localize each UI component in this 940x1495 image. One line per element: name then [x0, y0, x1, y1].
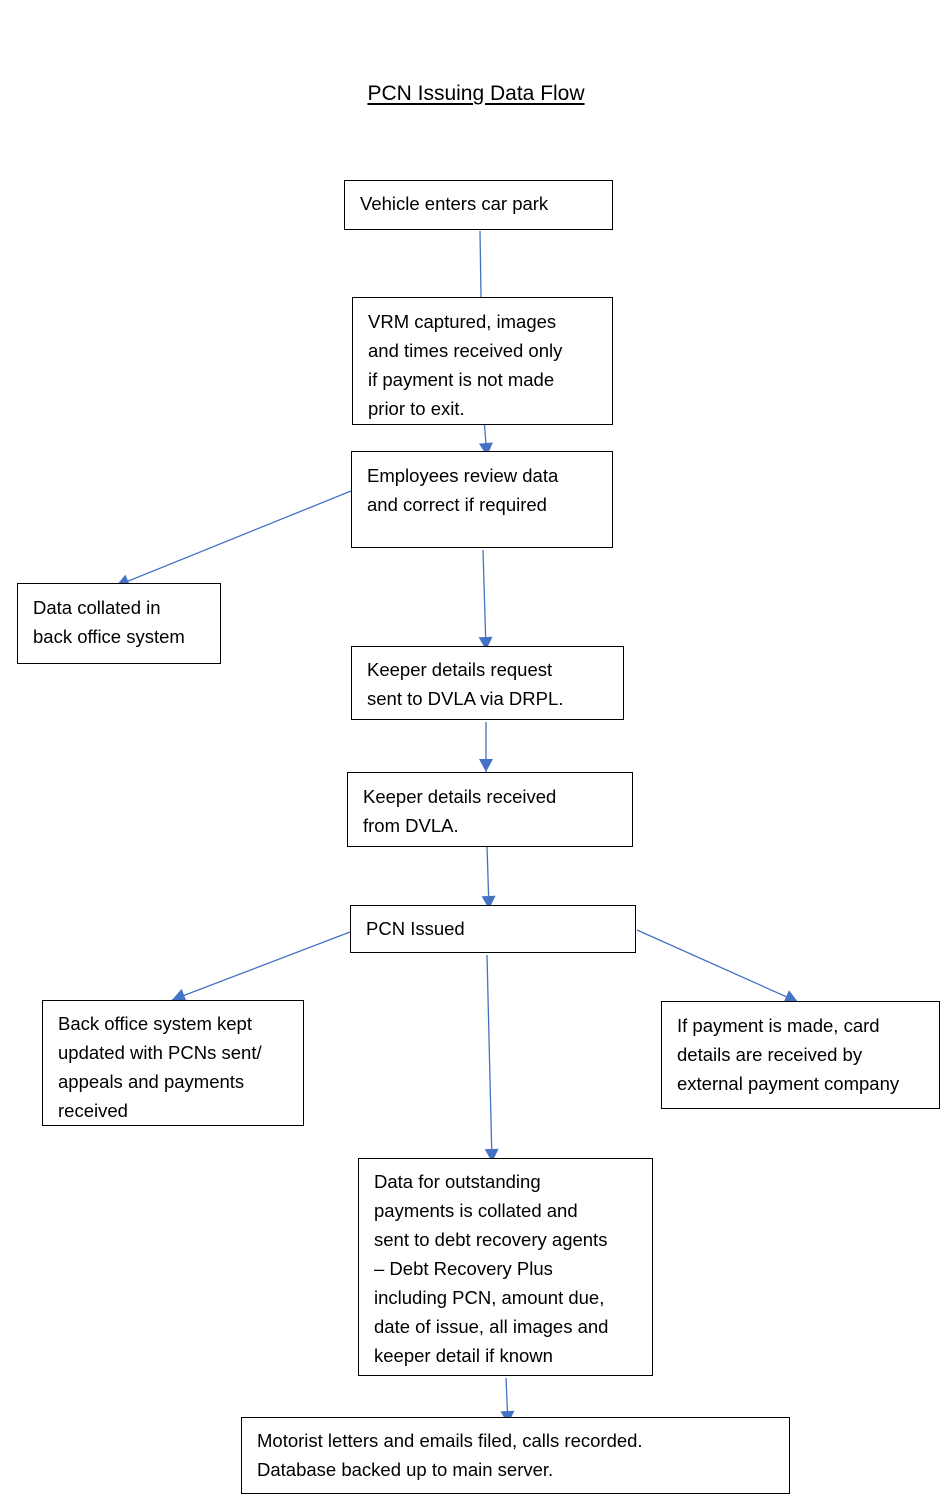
arrowhead-n10	[484, 1148, 499, 1162]
node-outstanding-payments: Data for outstanding payments is collate…	[358, 1158, 653, 1376]
node-pcn-issued: PCN Issued	[350, 905, 636, 953]
node-payment-made: If payment is made, card details are rec…	[661, 1001, 940, 1109]
node-employees-review: Employees review data and correct if req…	[351, 451, 613, 548]
arrowhead-n5	[478, 636, 493, 650]
node-data-collated: Data collated in back office system	[17, 583, 221, 664]
edge-n7-n9	[636, 929, 799, 1003]
node-keeper-request: Keeper details request sent to DVLA via …	[351, 646, 624, 720]
diagram-title: PCN Issuing Data Flow	[367, 82, 585, 105]
node-keeper-received: Keeper details received from DVLA.	[347, 772, 633, 847]
node-motorist-letters: Motorist letters and emails filed, calls…	[241, 1417, 790, 1494]
node-vehicle-enters: Vehicle enters car park	[344, 180, 613, 230]
node-back-office-updated: Back office system kept updated with PCN…	[42, 1000, 304, 1126]
edge-n7-n8	[171, 931, 351, 1001]
arrowhead-n6	[479, 759, 493, 772]
arrowhead-n8	[172, 988, 187, 1002]
arrowhead-n3	[478, 442, 493, 456]
node-vrm-captured: VRM captured, images and times received …	[352, 297, 613, 425]
edge-n3-n4	[115, 490, 352, 587]
arrowhead-n9	[783, 990, 798, 1004]
edge-n3-n5	[482, 549, 487, 651]
edge-n7-n10	[486, 954, 493, 1163]
edge-n1-n2	[479, 230, 482, 298]
arrowhead-n7	[481, 895, 496, 909]
